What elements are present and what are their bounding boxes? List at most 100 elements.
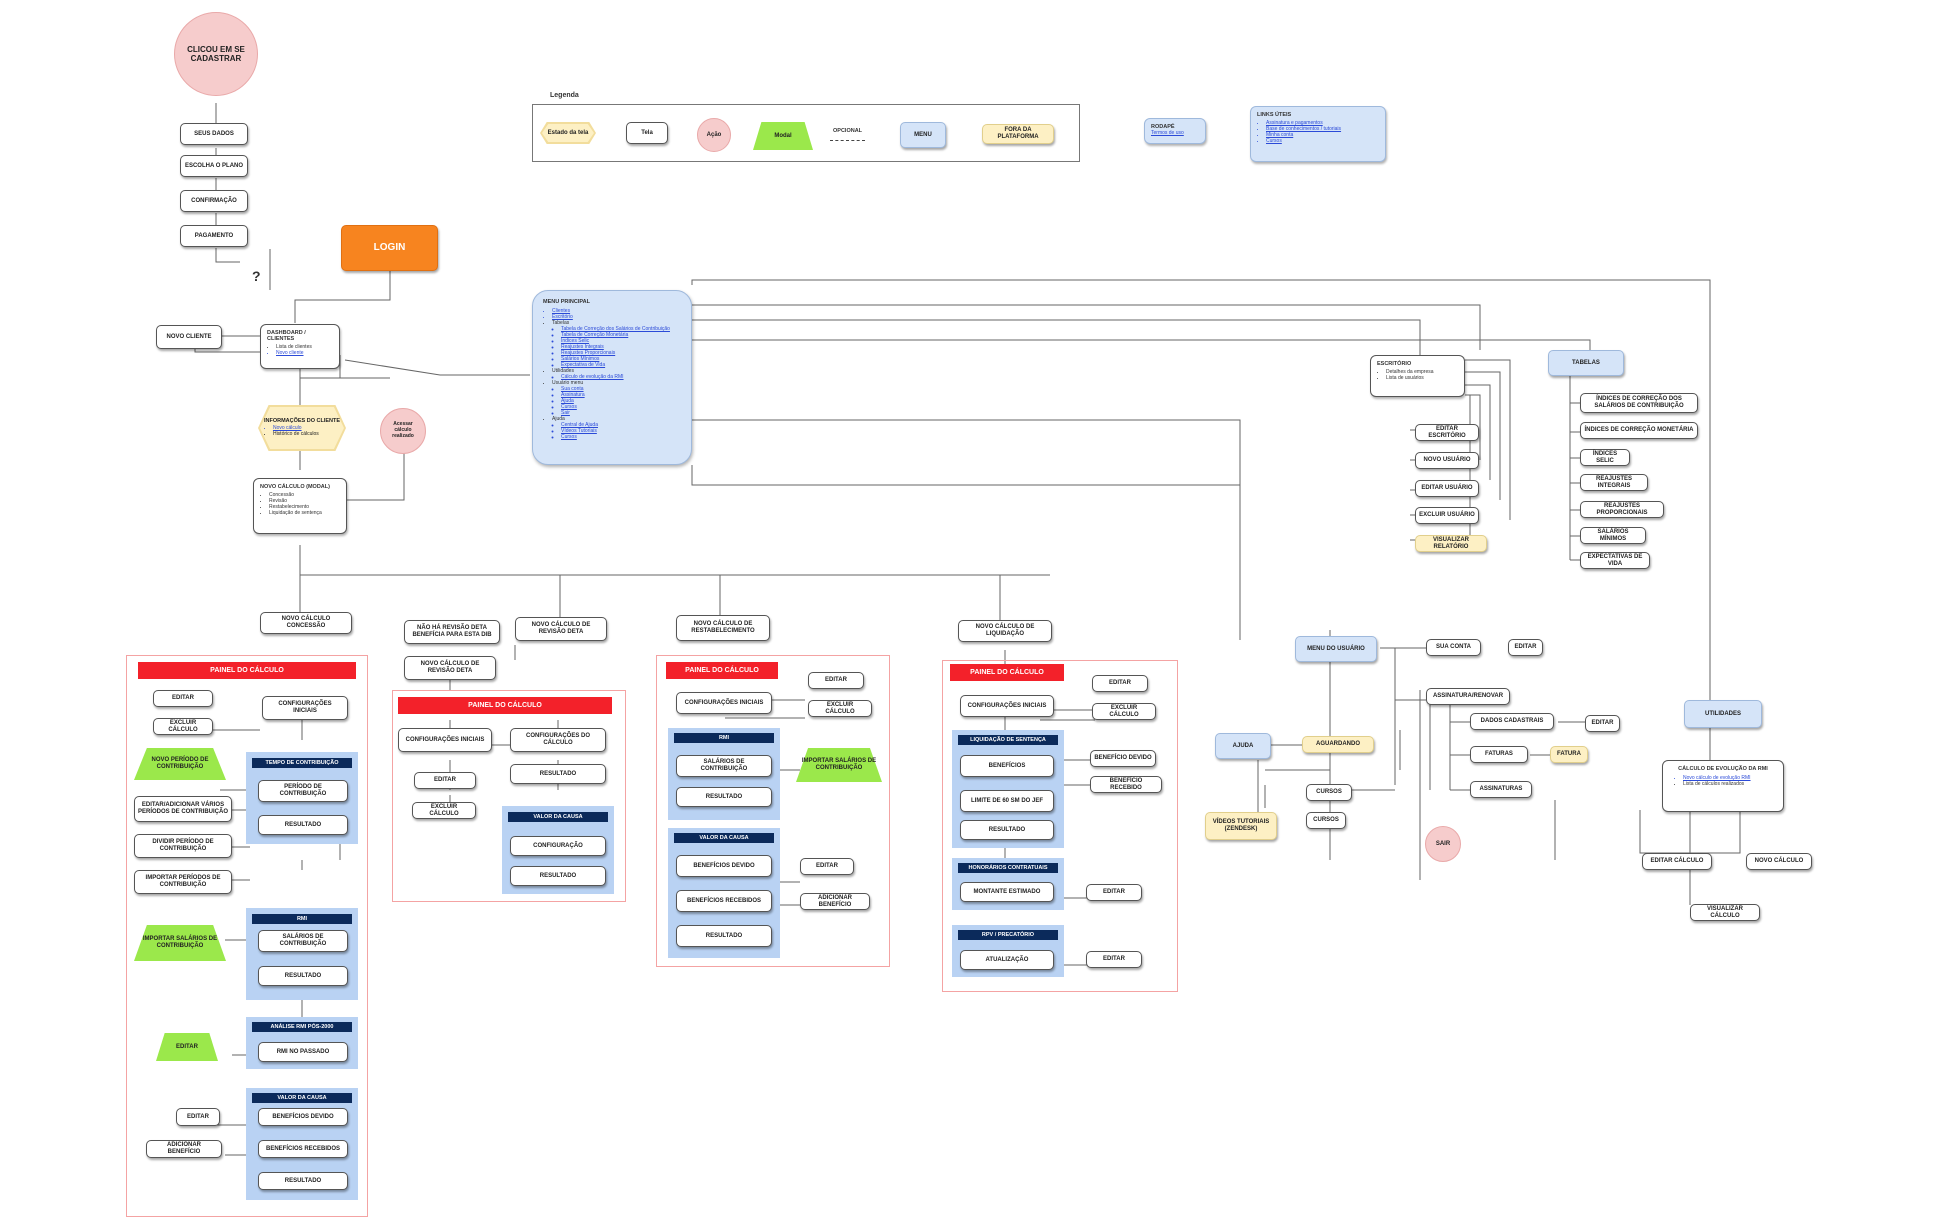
info-novo-calculo-link[interactable]: Novo cálculo [273, 426, 340, 432]
concessao-editar-adicionar: EDITAR/ADICIONAR VÁRIOS PERÍODOS DE CONT… [134, 796, 232, 822]
calculo-evolucao-novo-link[interactable]: Novo cálculo de evolução RMI [1683, 775, 1777, 781]
liquidacao-beneficios: BENEFÍCIOS [960, 755, 1054, 777]
node-dados-cadastrais: DADOS CADASTRAIS [1470, 713, 1554, 730]
menu-item-4[interactable]: Tabela de Correção Monetária [561, 332, 681, 338]
menu-item-3[interactable]: Tabela de Correção dos Salários de Contr… [561, 326, 681, 332]
node-visualizar-calculo: VISUALIZAR CÁLCULO [1690, 904, 1760, 921]
node-sua-conta: SUA CONTA [1426, 639, 1481, 656]
menu-item-7[interactable]: Reajustes Proporcionais [561, 350, 681, 356]
liquidacao-montante: MONTANTE ESTIMADO [960, 882, 1054, 902]
menu-item-15[interactable]: Ajuda [561, 398, 681, 404]
menu-item-5[interactable]: Índices Selic [561, 338, 681, 344]
node-excluir-usuario: EXCLUIR USUÁRIO [1415, 507, 1479, 524]
liquidacao-sentenca-header: LIQUIDAÇÃO DE SENTENÇA [958, 735, 1058, 745]
node-escritorio: ESCRITÓRIO Detalhes da empresa Lista de … [1370, 355, 1465, 397]
node-menu-usuario: MENU DO USUÁRIO [1295, 636, 1377, 662]
dashboard-title: DASHBOARD / CLIENTES [267, 330, 306, 342]
tabela-expectativas-vida: EXPECTATIVAS DE VIDA [1580, 552, 1650, 569]
node-novo-calculo-concessao: NOVO CÁLCULO CONCESSÃO [260, 612, 352, 634]
signup-start: CLICOU EM SE CADASTRAR [174, 12, 258, 96]
node-acessar-calculo: Acessar cálculo realizado [380, 408, 426, 454]
legend-modal-label: Modal [774, 132, 792, 139]
concessao-resultado-3: RESULTADO [258, 1172, 348, 1190]
node-novo-calculo-liquidacao: NOVO CÁLCULO DE LIQUIDAÇÃO [958, 620, 1052, 642]
calculo-evolucao-title: CÁLCULO DE EVOLUÇÃO DA RMI [1678, 766, 1768, 772]
liquidacao-painel-bar: PAINEL DO CÁLCULO [950, 664, 1064, 681]
modal-item-revisao: Revisão [269, 498, 340, 504]
node-editar-conta: EDITAR [1508, 639, 1543, 656]
concessao-editar-modal: EDITAR [156, 1033, 218, 1061]
revisao-novo-calculo: NOVO CÁLCULO DE REVISÃO DETA [404, 656, 496, 680]
concessao-rmi-passado: RMI NO PASSADO [258, 1042, 348, 1062]
concessao-painel-bar: PAINEL DO CÁLCULO [138, 662, 356, 679]
legend-menu: MENU [900, 122, 946, 148]
legend-box [532, 104, 1080, 162]
concessao-valor-causa-header: VALOR DA CAUSA [252, 1093, 352, 1103]
liquidacao-excluir: EXCLUIR CÁLCULO [1092, 703, 1156, 720]
link-cursos[interactable]: Cursos [1266, 138, 1379, 144]
info-cliente-title: INFORMAÇÕES DO CLIENTE [263, 418, 341, 425]
menu-item-21[interactable]: Cursos [561, 434, 681, 440]
revisao-excluir: EXCLUIR CÁLCULO [412, 802, 476, 819]
restabelecimento-importar: IMPORTAR SALÁRIOS DE CONTRIBUIÇÃO [796, 748, 882, 782]
menu-principal-title: MENU PRINCIPAL [543, 299, 590, 305]
rodape-termos-link[interactable]: Termos de uso [1151, 130, 1184, 136]
menu-item-14[interactable]: Assinatura [561, 392, 681, 398]
menu-item-19[interactable]: Central de Ajuda [561, 422, 681, 428]
node-utilidades: UTILIDADES [1684, 700, 1762, 728]
legend-fora: FORA DA PLATAFORMA [982, 124, 1054, 144]
concessao-salarios: SALÁRIOS DE CONTRIBUIÇÃO [258, 930, 348, 952]
concessao-editar-beneficio: EDITAR [176, 1108, 220, 1126]
menu-item-18: Ajuda [552, 416, 681, 422]
legend-title: Legenda [550, 92, 579, 99]
calculo-evolucao-lista: Lista de cálculos realizados [1683, 781, 1777, 787]
legend-estado-tela: Estado da tela [540, 122, 596, 144]
node-ajuda: AJUDA [1215, 733, 1271, 759]
escritorio-title: ESCRITÓRIO [1377, 361, 1412, 367]
node-info-cliente: INFORMAÇÕES DO CLIENTE Novo cálculo Hist… [258, 405, 346, 451]
menu-item-9[interactable]: Expectativa de Vida [561, 362, 681, 368]
restabelecimento-adicionar: ADICIONAR BENEFÍCIO [800, 893, 870, 910]
restabelecimento-config: CONFIGURAÇÕES INICIAIS [676, 692, 772, 714]
menu-item-1[interactable]: Escritório [552, 314, 681, 320]
menu-item-11[interactable]: Cálculo de evolução da RMI [561, 374, 681, 380]
node-seus-dados: SEUS DADOS [180, 123, 248, 145]
concessao-excluir: EXCLUIR CÁLCULO [153, 718, 213, 735]
link-assinatura[interactable]: Assinatura e pagamentos [1266, 120, 1379, 126]
link-minha-conta[interactable]: Minha conta [1266, 132, 1379, 138]
menu-item-10: Utilidades [552, 368, 681, 374]
restabelecimento-painel-bar: PAINEL DO CÁLCULO [666, 662, 778, 679]
liquidacao-limite-jef: LIMITE DE 60 SM DO JEF [960, 790, 1054, 812]
liquidacao-resultado: RESULTADO [960, 820, 1054, 840]
menu-item-8[interactable]: Salários Mínimos [561, 356, 681, 362]
node-novo-calculo-restabelecimento: NOVO CÁLCULO DE RESTABELECIMENTO [676, 615, 770, 641]
concessao-editar-modal-label: EDITAR [176, 1043, 198, 1050]
concessao-importar-salarios: IMPORTAR SALÁRIOS DE CONTRIBUIÇÃO [134, 925, 226, 961]
menu-item-6[interactable]: Reajustes Integrais [561, 344, 681, 350]
node-novo-calculo-modal: NOVO CÁLCULO (MODAL) Concessão Revisão R… [253, 478, 347, 534]
tabela-reajustes-integrais: REAJUSTES INTEGRAIS [1580, 474, 1648, 491]
menu-item-20[interactable]: Vídeos Tutoriais [561, 428, 681, 434]
tabela-indices-selic: ÍNDICES SELIC [1580, 449, 1630, 466]
restabelecimento-beneficios-devido: BENEFÍCIOS DEVIDO [676, 855, 772, 877]
menu-item-0[interactable]: Clientes [552, 308, 681, 314]
dashboard-novo-cliente-link[interactable]: Novo cliente [276, 350, 333, 356]
liquidacao-editar-2: EDITAR [1086, 884, 1142, 901]
liquidacao-editar: EDITAR [1092, 675, 1148, 692]
menu-item-16[interactable]: Cursos [561, 404, 681, 410]
concessao-resultado-1: RESULTADO [258, 815, 348, 835]
link-base-conhecimento[interactable]: Base de conhecimentos / tutoriais [1266, 126, 1379, 132]
menu-item-13[interactable]: Sua conta [561, 386, 681, 392]
concessao-resultado-2: RESULTADO [258, 966, 348, 986]
node-faturas: FATURAS [1470, 746, 1528, 763]
legend-estado-label: Estado da tela [547, 129, 589, 136]
revisao-valor-causa-header: VALOR DA CAUSA [508, 812, 608, 822]
concessao-config-iniciais: CONFIGURAÇÕES INICIAIS [262, 696, 348, 720]
legend-tela: Tela [626, 122, 668, 144]
menu-item-17[interactable]: Sair [561, 410, 681, 416]
node-novo-calculo-revisao: NOVO CÁLCULO DE REVISÃO DETA [515, 617, 607, 641]
concessao-novo-periodo: NOVO PERÍODO DE CONTRIBUIÇÃO [134, 748, 226, 780]
revisao-configuracao: CONFIGURAÇÃO [510, 836, 606, 856]
signup-question-mark: ? [252, 268, 261, 284]
restabelecimento-editar: EDITAR [808, 672, 864, 689]
